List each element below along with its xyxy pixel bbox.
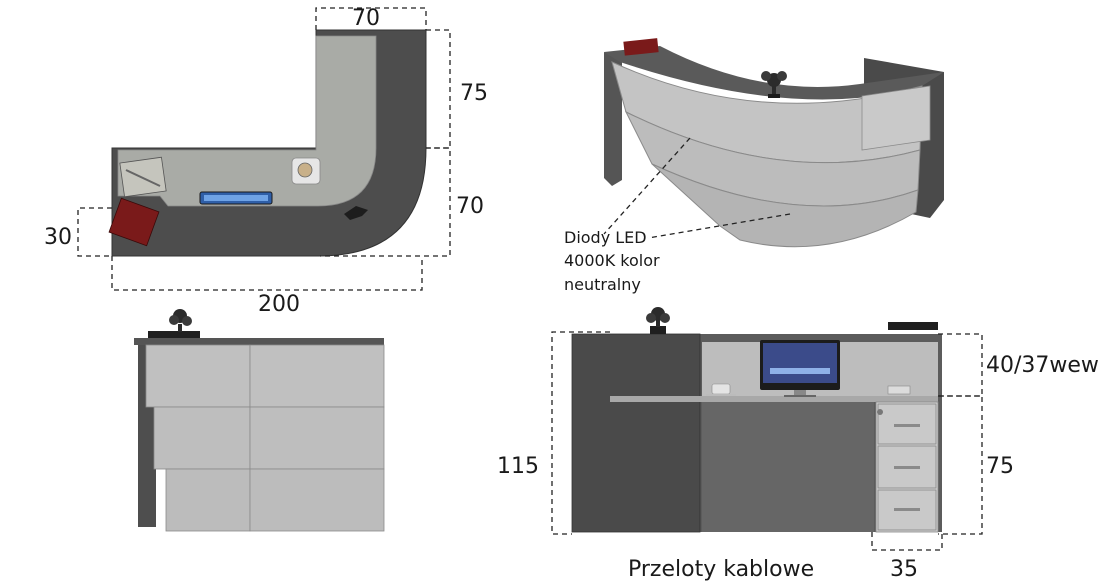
led-note-line3: neutralny: [564, 275, 641, 294]
led-note-line2: 4000K kolor: [564, 251, 660, 270]
drawer-handle-2: [894, 466, 920, 469]
phone-icon: [887, 385, 911, 395]
dim-top-width: 70: [352, 6, 380, 31]
tier1-panel-b: [249, 344, 385, 408]
red-folder-icon: [108, 197, 160, 247]
tray-icon: [888, 322, 938, 330]
dim-line-right-upper: [426, 29, 451, 149]
front-panel-lower: [651, 163, 919, 248]
dim-top-shelf: 40/37wew: [986, 353, 1099, 378]
front-view-right: 115 40/37wew 75 35 Przeloty kablowe: [497, 307, 1099, 581]
dim-line-right-lower: [320, 147, 451, 257]
knee-space: [702, 402, 874, 532]
plant-plan-icon: [344, 206, 368, 220]
cable-ports-caption: Przeloty kablowe: [628, 557, 814, 581]
coffee-cup-icon: [706, 383, 736, 396]
dim-line-desk-height: [938, 395, 983, 535]
led-leader-lower: [647, 213, 791, 239]
drawer-handle-3: [894, 508, 920, 511]
bonsai-plant-icon: [646, 307, 670, 334]
drawer-lock-icon: [877, 409, 883, 415]
counter-top-slab: [134, 338, 384, 345]
dim-left-depth: 30: [44, 225, 72, 250]
bonsai-plant-icon: [148, 309, 200, 338]
left-tall-panel: [571, 333, 701, 533]
desk-surface: [610, 396, 938, 402]
notebook-icon: [119, 156, 167, 198]
monitor-icon: [760, 340, 840, 397]
red-book-icon: [623, 38, 659, 56]
tier1-panel-a: [145, 344, 251, 408]
tier3-panel-a: [165, 468, 251, 532]
perspective-view: Diody LED 4000K kolor neutralny: [564, 38, 944, 294]
led-leader-upper: [603, 137, 691, 235]
left-end-panel: [604, 52, 622, 186]
led-note-line1: Diody LED: [564, 228, 647, 247]
drawer-handle-1: [894, 424, 920, 427]
front-view-left: [134, 309, 385, 532]
tier2-panel-b: [249, 406, 385, 470]
dim-right-lower: 70: [456, 194, 484, 219]
top-view: 70 75 70 30 200: [44, 6, 488, 317]
dim-line-top: [315, 7, 427, 30]
dim-total-width: 200: [258, 292, 300, 317]
dim-desk-height: 75: [986, 454, 1014, 479]
tier3-panel-b: [249, 468, 385, 532]
dim-line-left: [77, 207, 112, 257]
dim-line-bottom: [111, 256, 423, 291]
desk-top-plan: [111, 29, 427, 257]
front-panel-right-block: [861, 85, 931, 151]
dim-height-total: 115: [497, 454, 539, 479]
dim-drawer-width: 35: [890, 557, 918, 581]
bonsai-plant-icon: [761, 71, 787, 98]
dim-line-top-shelf: [938, 333, 983, 397]
coffee-cup-icon: [291, 157, 321, 185]
counter-top: [604, 46, 944, 100]
tier2-panel-a: [153, 406, 251, 470]
dim-line-drawer-width: [871, 532, 943, 551]
dim-right-upper: 75: [460, 81, 488, 106]
dim-line-height-total: [551, 331, 610, 535]
